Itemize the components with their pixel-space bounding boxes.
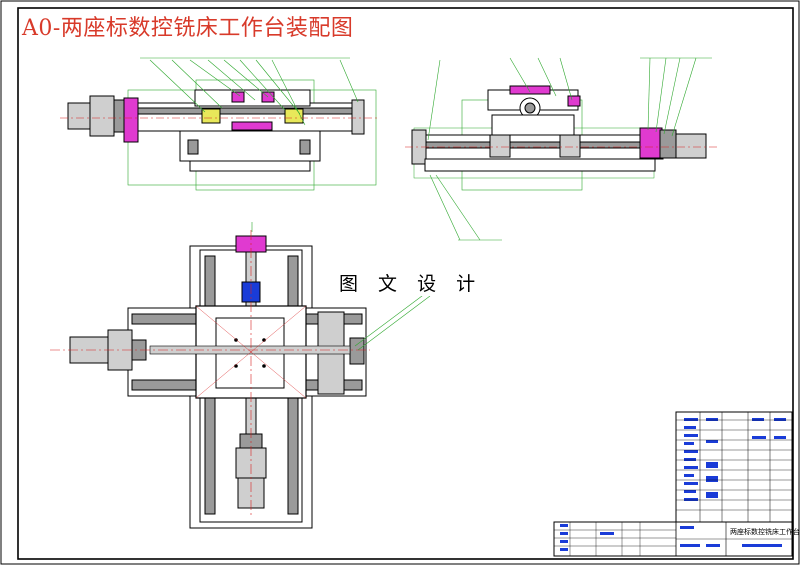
inner-border (17, 7, 794, 560)
title-block: 两座标数控铣床工作台 (553, 411, 800, 557)
watermark-text: 图 文 设 计 (336, 269, 486, 296)
title-block-name: 两座标数控铣床工作台 (730, 527, 800, 536)
plan-view (50, 222, 431, 529)
side-view (405, 57, 720, 241)
drawing-title: A0-两座标数控铣床工作台装配图 (22, 16, 354, 41)
front-view (60, 57, 380, 191)
